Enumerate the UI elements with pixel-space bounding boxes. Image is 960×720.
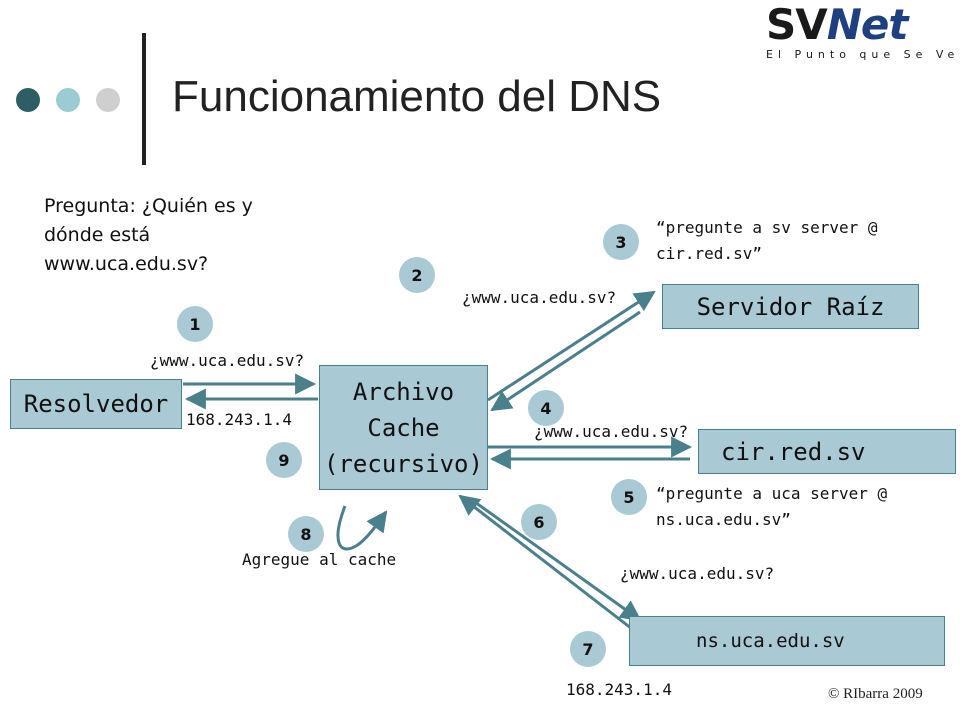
label-referral-3-line2: cir.red.sv” [656,244,762,263]
label-query-6: ¿www.uca.edu.sv? [620,564,775,583]
label-answer-7: 168.243.1.4 [566,680,672,699]
resolver-box: Resolvedor [10,379,182,429]
label-query-2: ¿www.uca.edu.sv? [462,288,617,307]
cache-box: Archivo Cache (recursivo) [319,365,488,490]
header-dot-light [96,88,120,112]
arrow-step-2 [487,290,656,402]
arrow-step-8 [336,505,388,551]
header-dot-mid [56,88,80,112]
label-referral-5-line2: ns.uca.edu.sv” [656,510,791,529]
label-cache-add: Agregue al cache [242,550,397,569]
question-text: Pregunta: ¿Quién es y dónde está www.uca… [44,195,253,275]
step-badge-6: 6 [521,504,557,540]
label-referral-5-line1: “pregunte a uca server @ [656,484,888,503]
step-badge-1: 1 [177,306,213,342]
logo-wordmark: SVNet [766,0,908,49]
cir-server-box: cir.red.sv [698,429,956,474]
step-badge-7: 7 [570,631,606,667]
header-dot-dark [16,88,40,112]
root-server-box: Servidor Raíz [662,284,919,329]
step-badge-4: 4 [528,390,564,426]
label-query-1: ¿www.uca.edu.sv? [150,351,305,370]
step-badge-5: 5 [611,479,647,515]
arrow-step-7 [458,494,637,634]
step-badge-2: 2 [399,257,435,293]
logo-tagline: El Punto que Se Ve [766,48,960,61]
title-divider [142,33,146,165]
arrow-step-6 [471,498,642,622]
step-badge-9: 9 [266,442,302,478]
ns-server-box: ns.uca.edu.sv [629,616,945,666]
step-badge-3: 3 [603,224,639,260]
arrow-step-3 [490,310,641,412]
slide-title: Funcionamiento del DNS [172,72,662,121]
label-answer-9: 168.243.1.4 [186,410,292,429]
step-badge-8: 8 [288,516,324,552]
label-query-4: ¿www.uca.edu.sv? [534,422,689,441]
svnet-logo: SVNet El Punto que Se Ve [766,0,960,64]
label-referral-3-line1: “pregunte a sv server @ [656,218,878,237]
copyright-notice: © RIbarra 2009 [828,686,923,702]
